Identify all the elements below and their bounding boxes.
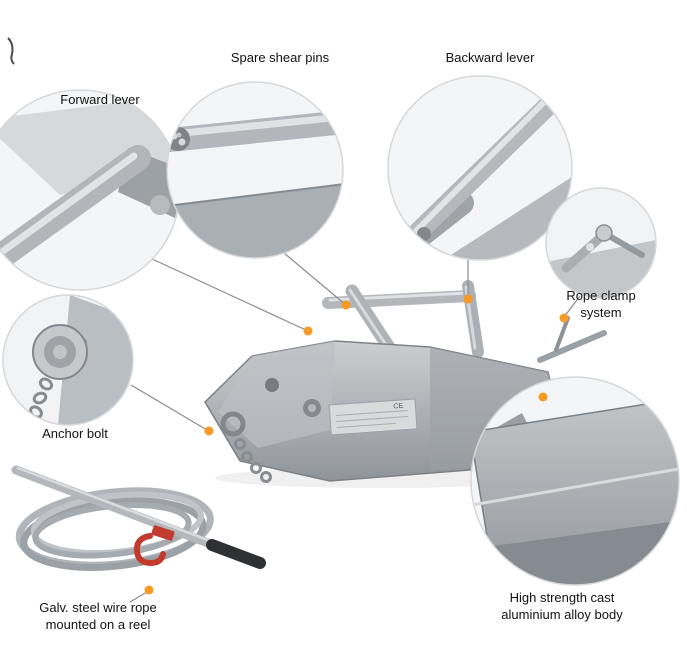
label-forward-lever: Forward lever: [60, 92, 140, 107]
callout-ring: [2, 294, 134, 426]
label-anchor-bolt: Anchor bolt: [42, 426, 108, 441]
name-plate: CE: [328, 398, 418, 436]
label-wire-rope: Galv. steel wire rope mounted on a reel: [39, 600, 157, 632]
rope-clamp-part: [537, 316, 607, 363]
callout-dots: [144, 294, 569, 595]
forward-lever-part: [345, 284, 399, 359]
callout-dot: [559, 313, 569, 323]
alloy-body-callout: [470, 376, 680, 586]
callout-dot: [341, 300, 351, 310]
forward-lever-callout: [0, 89, 181, 291]
callout-dot: [463, 294, 473, 304]
callout-dot: [538, 392, 548, 402]
callout-ring: [470, 376, 680, 586]
callout-ring: [387, 75, 573, 261]
callout-dot: [204, 426, 214, 436]
photo-artifact: [7, 37, 15, 65]
winch-machine: CE: [204, 280, 607, 488]
red-hook: [133, 533, 166, 567]
ce-mark: CE: [393, 403, 404, 411]
label-rope-clamp: Rope clamp system: [566, 288, 636, 320]
callout-dot: [144, 585, 154, 595]
wire-rope-reel: [11, 465, 266, 571]
anchor-bolt-part: [220, 411, 272, 483]
label-backward-lever: Backward lever: [445, 50, 535, 65]
callout-ring: [166, 81, 344, 259]
label-alloy-body: High strength cast aluminium alloy body: [501, 590, 623, 622]
label-spare-shear-pins: Spare shear pins: [230, 50, 330, 65]
rope-clamp-callout: [545, 187, 657, 299]
callout-ring: [545, 187, 657, 299]
rod-grip: [206, 539, 266, 569]
anchor-bolt-callout: [2, 294, 134, 426]
spare-shear-pins-callout: [166, 81, 344, 259]
callout-dot: [303, 326, 313, 336]
